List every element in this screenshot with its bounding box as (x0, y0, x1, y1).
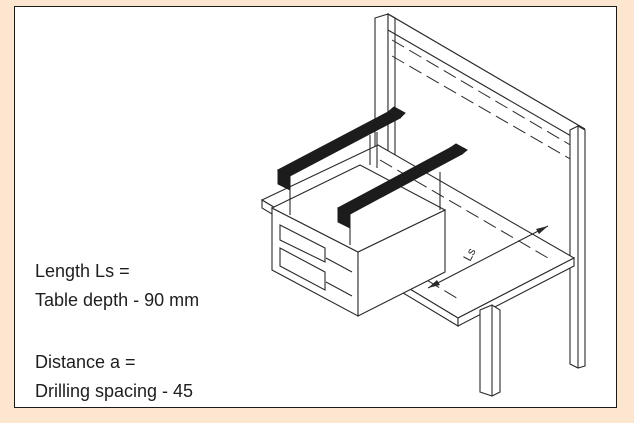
distance-caption-line2: Drilling spacing - 45 (35, 381, 194, 401)
length-caption-line1: Length Ls = (35, 261, 130, 281)
dimension-ls-label: Ls (460, 246, 478, 264)
length-caption-line2: Table depth - 90 mm (35, 290, 200, 310)
front-support-bracket (336, 143, 468, 245)
rear-support-bracket (276, 106, 406, 215)
dimension-ls: Ls (427, 225, 549, 289)
distance-caption-line1: Distance a = (35, 352, 136, 372)
table-leg-front (479, 304, 501, 397)
